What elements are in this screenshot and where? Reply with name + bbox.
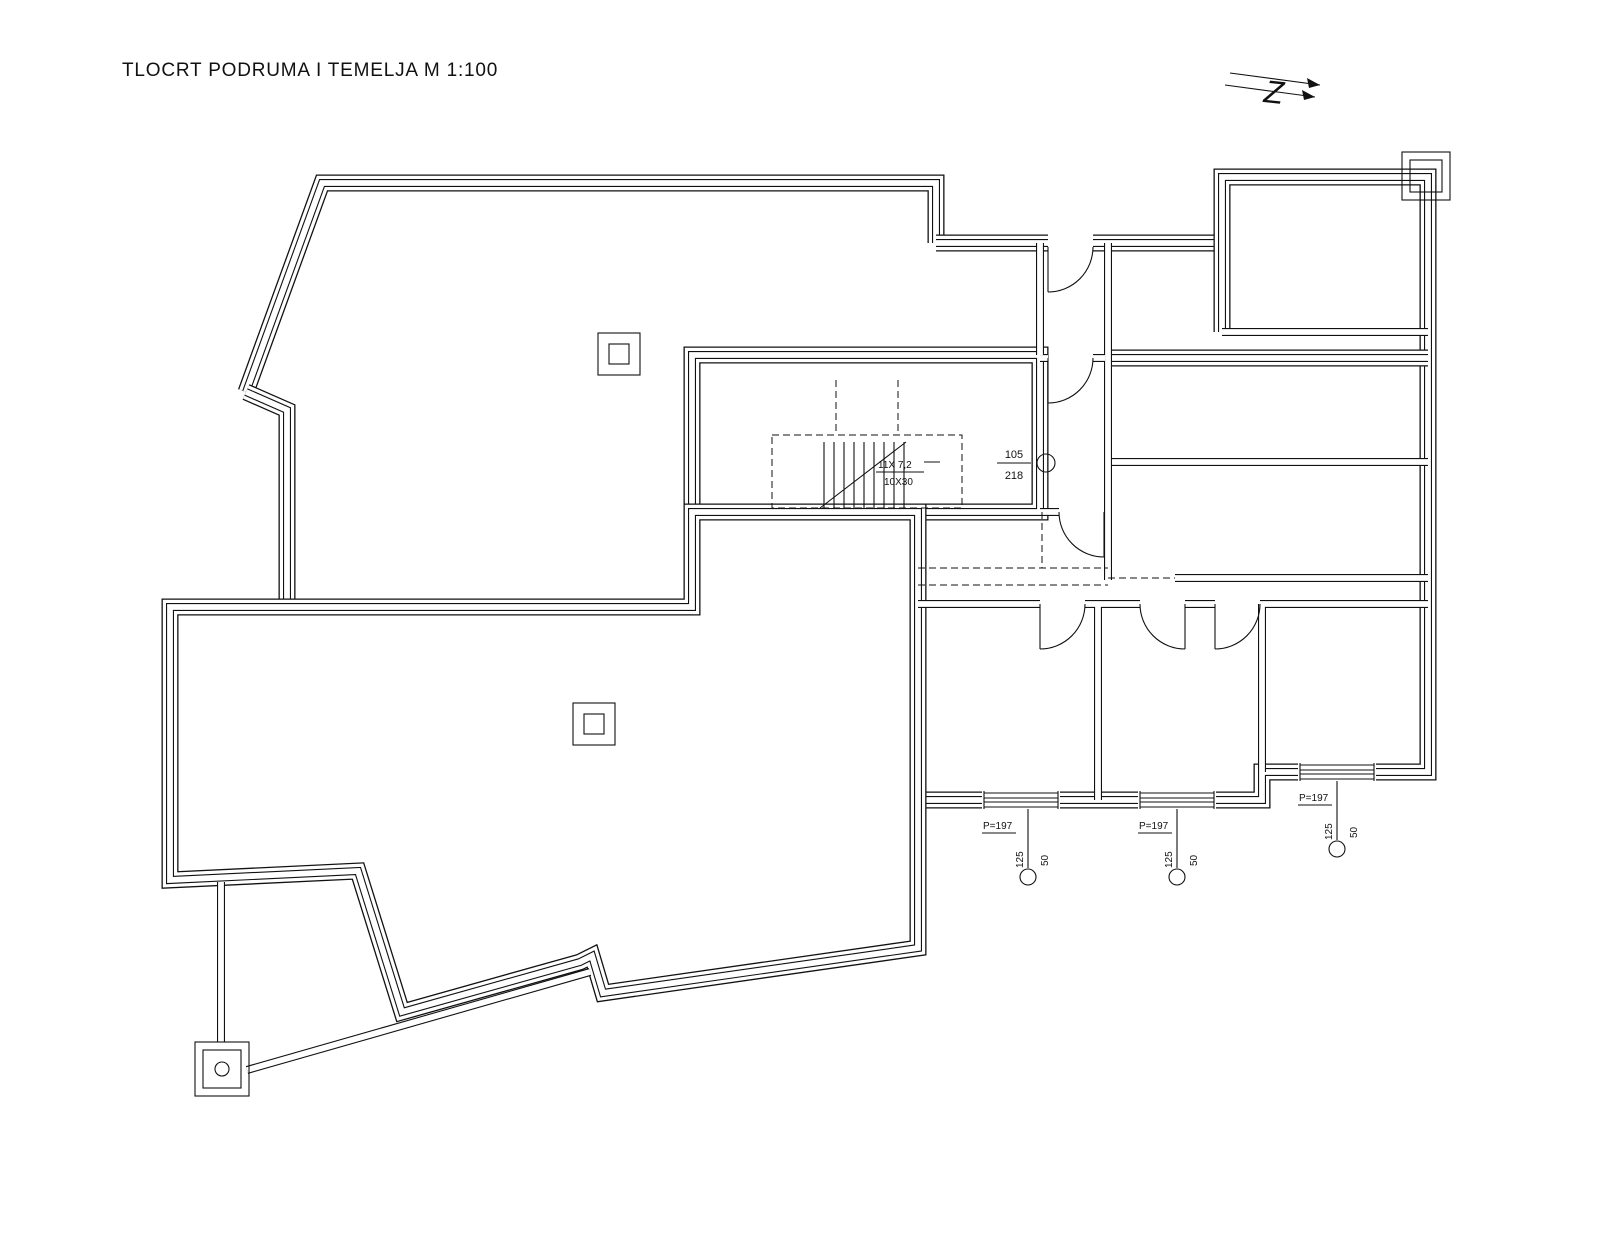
door-swing — [1139, 603, 1186, 650]
column-pad — [572, 702, 616, 746]
window-annotation: P=197 125 50 — [1298, 781, 1360, 858]
foundation-walls — [170, 177, 1428, 1012]
window-symbol — [1298, 763, 1376, 781]
window-symbol — [982, 791, 1060, 809]
partition-walls — [221, 243, 1428, 1070]
window-label: P=197 — [1299, 793, 1329, 804]
window-dim-width: 125 — [1164, 851, 1175, 868]
door-swing — [1039, 603, 1086, 650]
window-dim-sill: 50 — [1349, 826, 1360, 838]
room-tag-top: 105 — [1005, 449, 1023, 461]
window-label: P=197 — [1139, 821, 1169, 832]
plan-title: TLOCRT PODRUMA I TEMELJA M 1:100 — [122, 60, 499, 81]
column-pad — [597, 332, 641, 376]
door-swing — [1047, 357, 1094, 404]
north-label: Z — [1261, 73, 1287, 111]
door-swing — [1047, 246, 1094, 293]
hidden-dashed-lines — [771, 380, 1175, 586]
stair-break-line — [819, 441, 907, 509]
window-dim-sill: 50 — [1040, 854, 1051, 866]
stair-treads — [823, 442, 905, 508]
window-annotation: P=197 125 50 — [1138, 809, 1200, 886]
window-symbol — [1138, 791, 1216, 809]
door-swing — [1214, 603, 1261, 650]
foundation-pad-bottom-left — [194, 1041, 250, 1097]
stair-run: 11X 7,2 10X30 — [819, 441, 940, 509]
door-swing — [1058, 511, 1105, 558]
room-tag-bottom: 218 — [1005, 470, 1023, 482]
room-tag: 105 218 — [997, 449, 1056, 482]
window-dim-width: 125 — [1015, 851, 1026, 868]
foundation-pad-top-right — [1401, 151, 1451, 201]
stair-tread-note: 10X30 — [884, 477, 913, 488]
stair-riser-note: 11X 7,2 — [878, 460, 912, 471]
north-arrow-icon: Z — [1224, 72, 1321, 111]
window-annotation: P=197 125 50 — [982, 809, 1051, 886]
window-label: P=197 — [983, 821, 1013, 832]
window-dim-width: 125 — [1324, 823, 1335, 840]
window-dim-sill: 50 — [1189, 854, 1200, 866]
